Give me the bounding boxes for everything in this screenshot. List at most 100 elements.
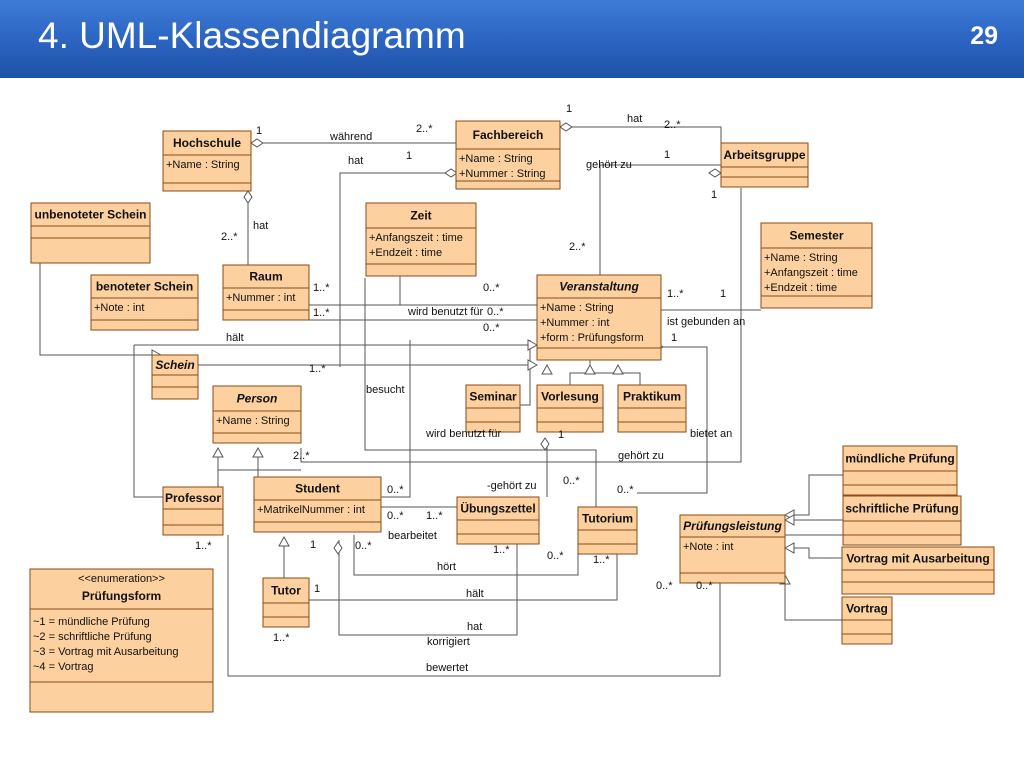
association-label: ist gebunden an xyxy=(667,316,745,328)
association-label: 0..* xyxy=(656,580,673,592)
class-semester: Semester +Name : String +Anfangszeit : tim… xyxy=(760,222,873,309)
class-muendliche-pruefung: mündliche Prüfung xyxy=(842,445,958,496)
association-label: hält xyxy=(466,588,484,600)
association-label: während xyxy=(329,131,372,143)
class-name: Prüfungsleistung xyxy=(683,519,782,533)
association-label: 1..* xyxy=(313,282,330,294)
class-attribute: +Name : String xyxy=(216,415,290,427)
association-label: gehört zu xyxy=(618,450,664,462)
association-label: bewertet xyxy=(426,662,468,674)
association-label: 1..* xyxy=(493,544,510,556)
class-attribute: +Anfangszeit : time xyxy=(764,267,858,279)
class-name: Semester xyxy=(789,229,843,243)
enum-literal: ~2 = schriftliche Prüfung xyxy=(33,631,152,643)
class-name: benoteter Schein xyxy=(96,280,193,294)
class-name: Übungszettel xyxy=(460,501,535,516)
class-name: Vorlesung xyxy=(541,390,599,404)
association-label: wird benutzt für xyxy=(407,306,484,318)
class-name: Fachbereich xyxy=(473,128,544,142)
association-label: besucht xyxy=(366,384,405,396)
class-person: Person +Name : String xyxy=(212,385,302,444)
association-label: 1 xyxy=(558,429,564,441)
class-name: Student xyxy=(295,482,340,496)
class-name: Arbeitsgruppe xyxy=(723,148,805,162)
association-label: 0..* xyxy=(617,484,634,496)
class-name: Vortrag xyxy=(846,602,888,616)
class-name: Person xyxy=(237,392,278,406)
association-label: 0..* xyxy=(483,282,500,294)
class-attribute: +Name : String xyxy=(764,252,838,264)
slide-header: 4. UML-Klassendiagramm 29 xyxy=(0,0,1024,78)
class-unbenoteter-schein: unbenoteter Schein xyxy=(30,202,151,264)
association-label: 2..* xyxy=(293,450,310,462)
association-label: 1 xyxy=(711,189,717,201)
class-uebungszettel: Übungszettel xyxy=(456,496,540,545)
association-label: 1 xyxy=(566,103,572,115)
association-label: 1..* xyxy=(426,510,443,522)
association-label: hat xyxy=(467,621,482,633)
association-label: 1..* xyxy=(313,307,330,319)
association-label: hat xyxy=(253,220,268,232)
association-label: 0..* xyxy=(483,322,500,334)
class-praktikum: Praktikum xyxy=(617,384,687,433)
class-name: Praktikum xyxy=(623,390,681,404)
class-vortrag: Vortrag xyxy=(841,596,893,645)
class-name: schriftliche Prüfung xyxy=(845,502,958,516)
association-label: 0..* xyxy=(696,580,713,592)
association-label: 1..* xyxy=(195,540,212,552)
association-label: bearbeitet xyxy=(388,530,437,542)
association-label: 0..* xyxy=(387,510,404,522)
class-vorlesung: Vorlesung xyxy=(536,384,604,433)
class-schein: Schein xyxy=(151,354,199,400)
enum-literal: ~1 = mündliche Prüfung xyxy=(33,616,150,628)
class-attribute: +Name : String xyxy=(540,302,614,314)
association-label: 1..* xyxy=(273,632,290,644)
association-label: 1 xyxy=(406,150,412,162)
class-attribute: +Endzeit : time xyxy=(369,247,442,259)
enum-name: Prüfungsform xyxy=(82,589,161,603)
class-name: mündliche Prüfung xyxy=(845,452,954,466)
association-label: -gehört zu xyxy=(487,480,537,492)
association-label: hat xyxy=(348,155,363,167)
class-name: Tutorium xyxy=(582,512,633,526)
class-name: Zeit xyxy=(410,209,431,223)
class-zeit: Zeit +Anfangszeit : time +Endzeit : time xyxy=(365,202,477,277)
class-seminar: Seminar xyxy=(465,384,521,433)
class-attribute: +Name : String xyxy=(166,159,240,171)
association-label: hält xyxy=(226,332,244,344)
class-student: Student+MatrikelNummer : int xyxy=(253,476,382,533)
class-arbeitsgruppe: Arbeitsgruppe xyxy=(720,142,809,188)
class-attribute: +Nummer : int xyxy=(226,292,295,304)
class-name: Raum xyxy=(249,270,282,284)
association-label: bietet an xyxy=(690,428,732,440)
class-hochschule: Hochschule +Name : String xyxy=(162,130,252,192)
association-label: 1 xyxy=(310,539,316,551)
class-tutorium: Tutorium xyxy=(577,506,638,555)
association-label: 0..* xyxy=(563,475,580,487)
association-label: 1 xyxy=(720,288,726,300)
class-vortrag-mit-ausarbeitung: Vortrag mit Ausarbeitung xyxy=(841,546,995,595)
association-label: 0..* xyxy=(355,540,372,552)
association-label: wird benutzt für xyxy=(425,428,502,440)
enum-pruefungsform: <<enumeration>>Prüfungsform~1 = mündlich… xyxy=(29,568,214,713)
class-name: Seminar xyxy=(469,390,517,404)
class-pruefungsleistung: Prüfungsleistung +Note : int xyxy=(679,514,786,584)
association-label: 2..* xyxy=(416,123,433,135)
class-attribute: +form : Prüfungsform xyxy=(540,332,644,344)
class-attribute: +Anfangszeit : time xyxy=(369,232,463,244)
association-label: 1 xyxy=(664,149,670,161)
class-veranstaltung: Veranstaltung+Name : String+Nummer : int… xyxy=(536,274,662,361)
enum-literal: ~4 = Vortrag xyxy=(33,661,94,673)
association-label: 1 xyxy=(256,125,262,137)
association-label: 0..* xyxy=(387,484,404,496)
association-label: 0..* xyxy=(487,306,504,318)
class-attribute: +Note : int xyxy=(683,541,733,553)
class-name: unbenoteter Schein xyxy=(34,208,146,222)
class-schriftliche-pruefung: schriftliche Prüfung xyxy=(842,495,962,546)
association-label: 1..* xyxy=(593,554,610,566)
class-name: Hochschule xyxy=(173,136,241,150)
class-name: Veranstaltung xyxy=(559,280,639,294)
class-raum: Raum +Nummer : int xyxy=(222,264,310,321)
association-label: 1 xyxy=(671,332,677,344)
